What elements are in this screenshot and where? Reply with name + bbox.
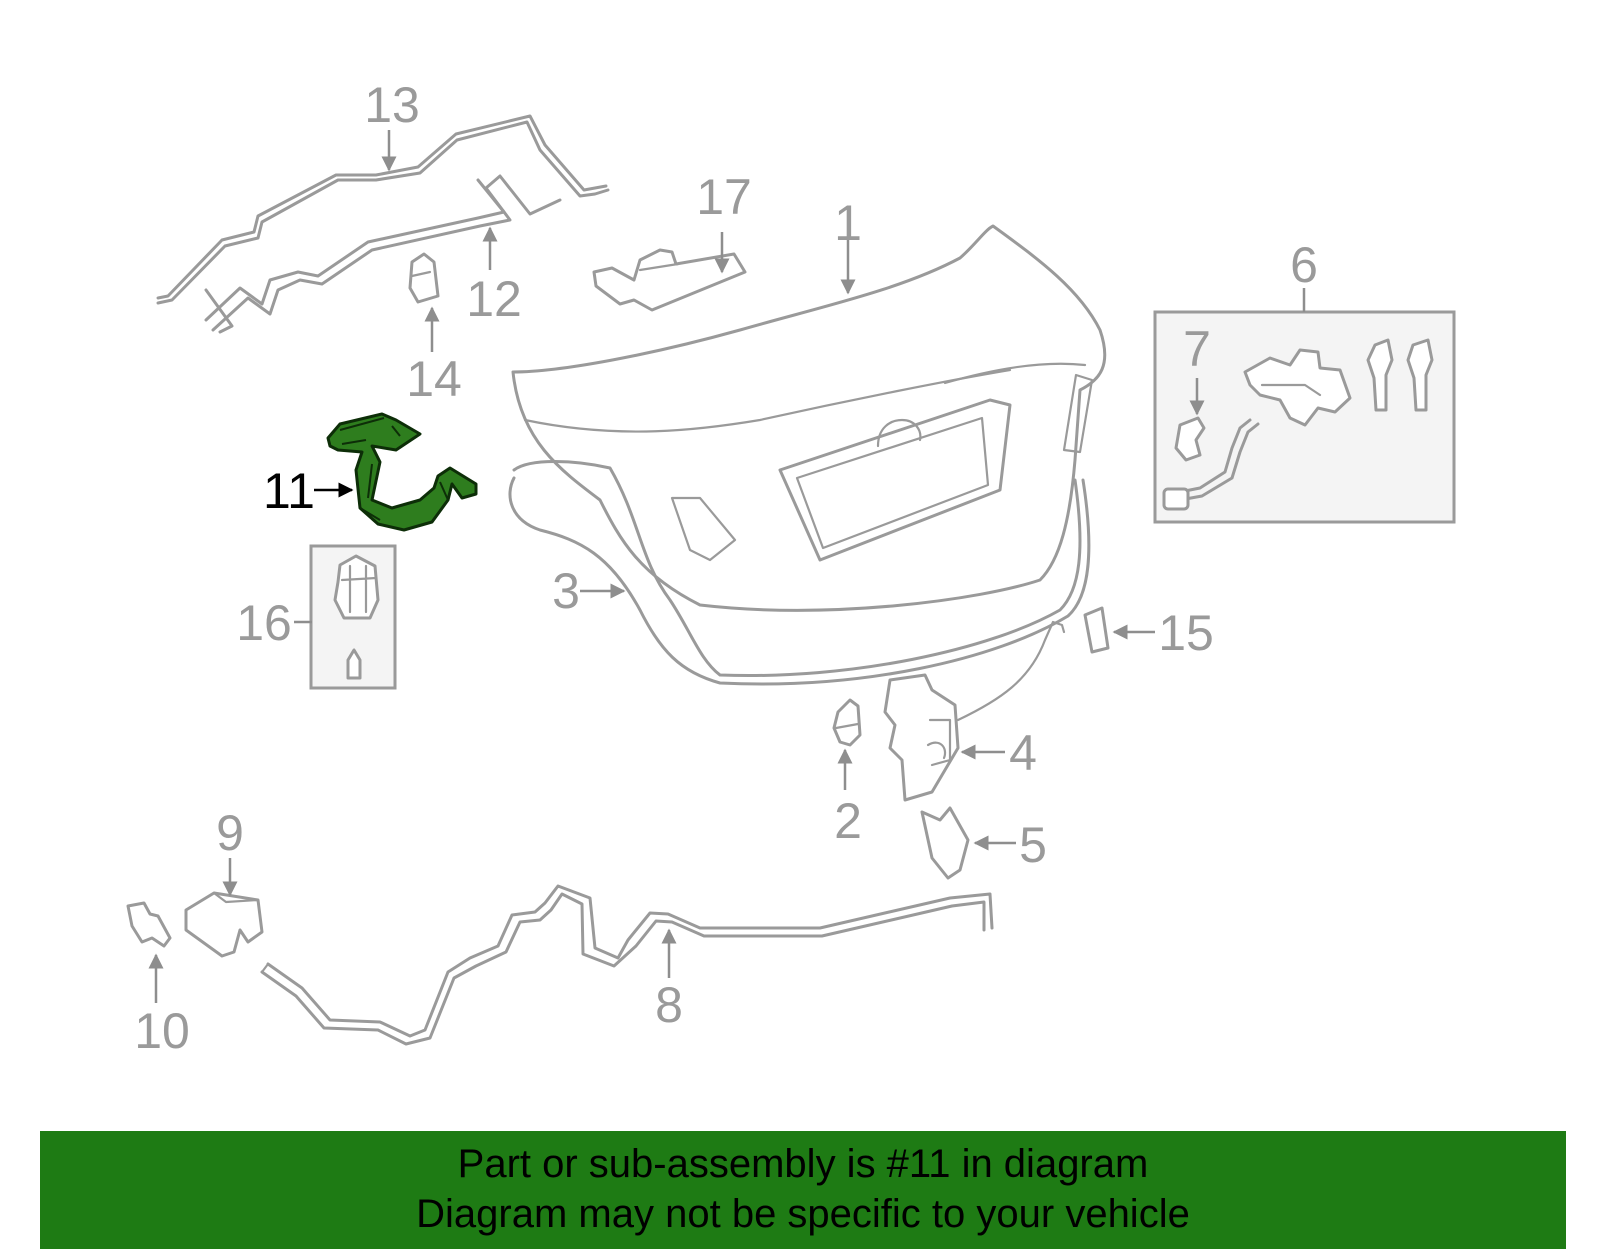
part-4-latch[interactable] [883, 620, 1066, 802]
callout-10: 10 [134, 1003, 190, 1059]
callout-14: 14 [406, 351, 462, 407]
callout-2: 2 [834, 793, 862, 849]
part-3-weatherstrip[interactable] [508, 460, 1091, 686]
leaders [148, 130, 1306, 1003]
callout-4: 4 [1009, 725, 1037, 781]
callout-12: 12 [466, 271, 522, 327]
callout-16: 16 [236, 595, 292, 651]
part-16-box[interactable] [309, 544, 397, 690]
callout-15: 15 [1158, 605, 1214, 661]
callout-1: 1 [834, 195, 862, 251]
part-10-clip[interactable] [126, 901, 172, 948]
callout-13: 13 [364, 77, 420, 133]
callout-5: 5 [1019, 817, 1047, 873]
part-12-channel[interactable] [204, 174, 562, 334]
callout-6: 6 [1290, 237, 1318, 293]
part-11-highlighted[interactable] [326, 412, 478, 532]
part-1-trunk-lid[interactable] [511, 224, 1107, 612]
part-7-key-clip[interactable] [1174, 416, 1206, 462]
callout-17: 17 [696, 169, 752, 225]
banner-line-1: Part or sub-assembly is #11 in diagram [457, 1142, 1149, 1186]
part-13-rail[interactable] [156, 114, 610, 305]
callouts: 1 2 3 4 5 6 7 8 9 10 11 12 13 14 15 16 1… [134, 77, 1318, 1059]
part-9-bracket[interactable] [184, 891, 264, 958]
part-8-release-cable[interactable] [260, 884, 994, 1046]
callout-8: 8 [655, 977, 683, 1033]
callout-7: 7 [1183, 321, 1211, 377]
banner-line-2: Diagram may not be specific to your vehi… [416, 1192, 1190, 1236]
part-15-pad[interactable] [1083, 606, 1110, 654]
info-banner: Part or sub-assembly is #11 in diagram D… [40, 1131, 1566, 1249]
part-2-bumper[interactable] [832, 698, 862, 747]
callout-3: 3 [552, 563, 580, 619]
part-17-bracket[interactable] [592, 248, 747, 312]
part-5-cover[interactable] [920, 806, 970, 880]
part-6-lock-assembly-box[interactable] [1153, 310, 1456, 524]
callout-11: 11 [263, 463, 315, 519]
callout-9: 9 [216, 805, 244, 861]
part-14-clip[interactable] [408, 252, 440, 304]
